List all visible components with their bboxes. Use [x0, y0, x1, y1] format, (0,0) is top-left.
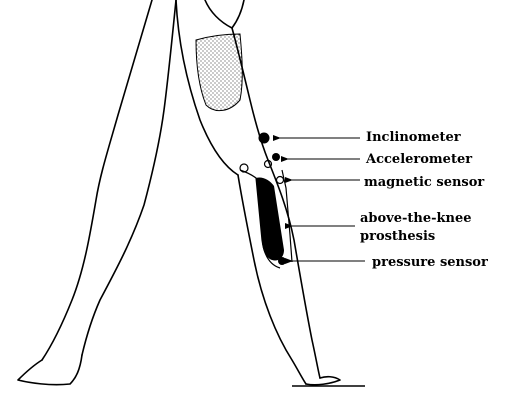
pressure-sensor-label: pressure sensor: [372, 255, 488, 270]
magnetic-sensor-label: magnetic sensor: [364, 175, 484, 190]
knee-joint-left: [240, 164, 248, 172]
sound-leg-back-outline: [82, 0, 176, 355]
prosthetic-foot-outline: [306, 377, 340, 385]
sound-leg: [18, 0, 176, 385]
inclinometer-dot: [259, 133, 270, 144]
shank-front-outline: [268, 160, 320, 378]
socket-stipple: [196, 34, 242, 111]
accelerometer-dot: [272, 153, 280, 161]
hip-outline: [205, 0, 244, 28]
knee-mechanism: [240, 161, 292, 269]
pressure-sensor-dot: [278, 257, 286, 265]
prosthetic-thigh: [176, 0, 268, 175]
prosthesis-label-line1: above-the-knee: [360, 211, 472, 226]
prosthesis-label-line2: prosthesis: [360, 229, 435, 244]
inclinometer-label: Inclinometer: [366, 130, 461, 145]
magnetic-sensor-dot: [277, 177, 284, 184]
accelerometer-label: Accelerometer: [365, 152, 472, 167]
sound-foot-outline: [18, 355, 82, 385]
